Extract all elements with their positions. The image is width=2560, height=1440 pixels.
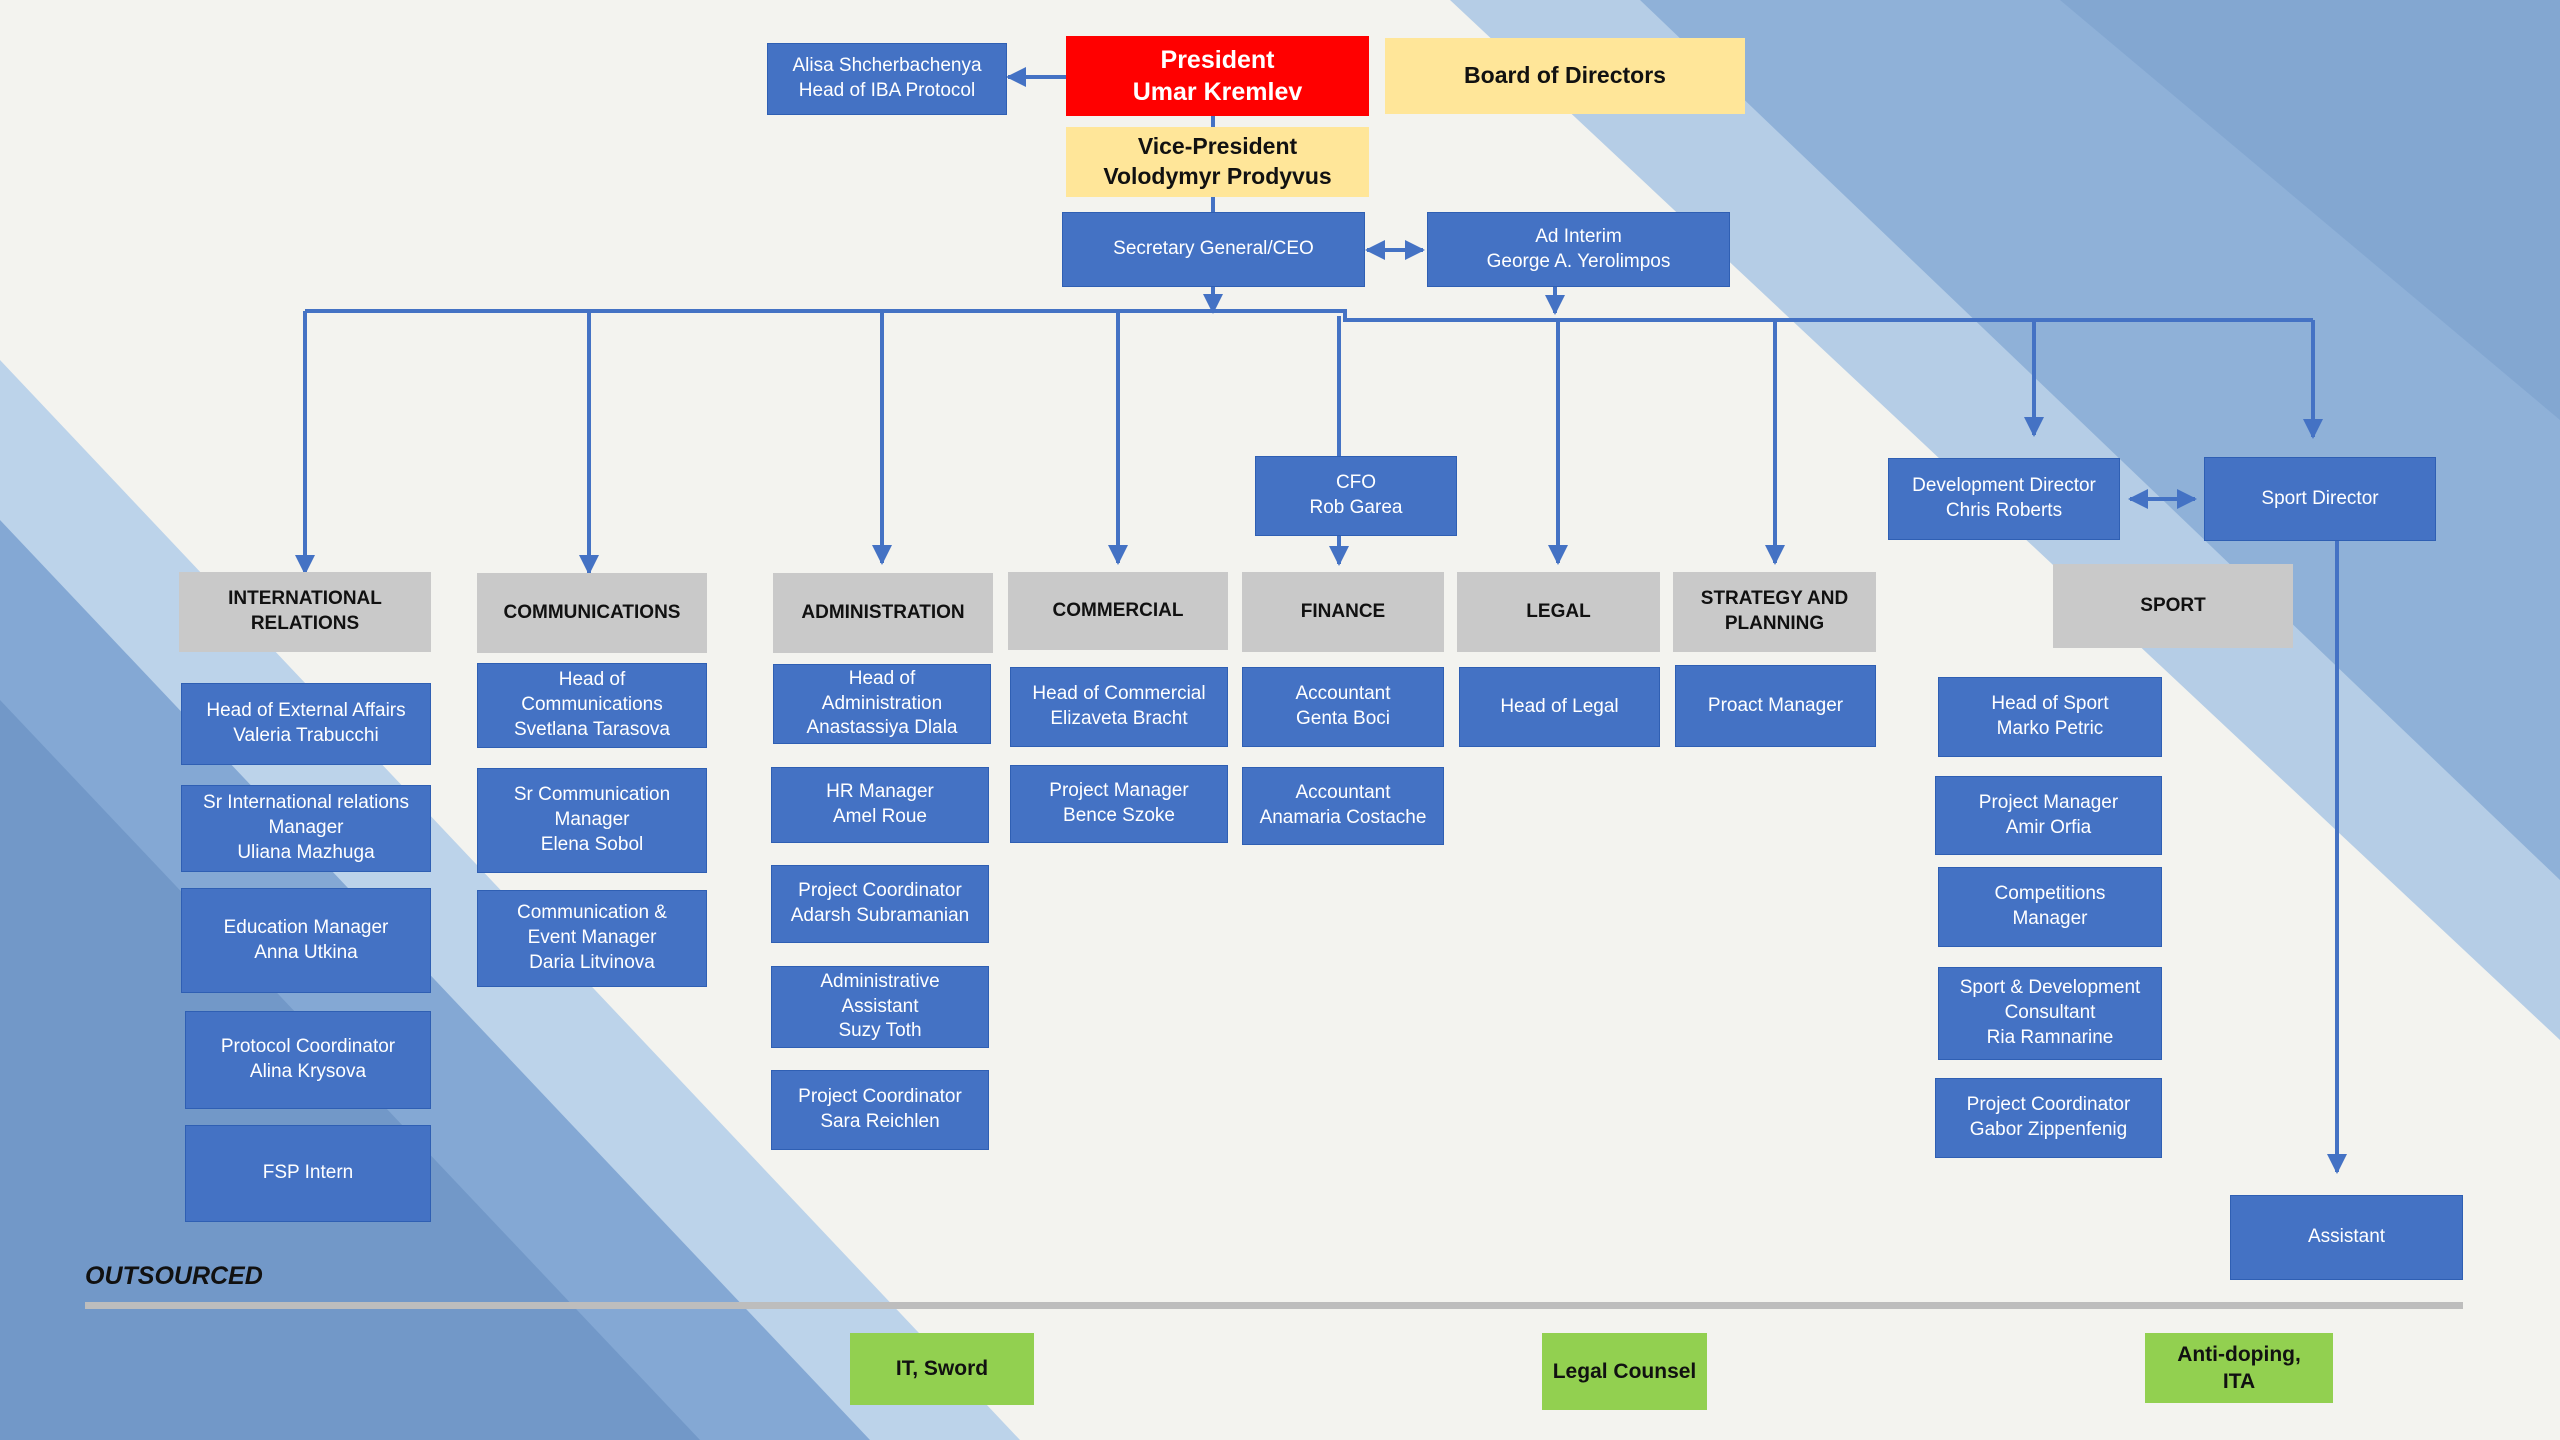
staff-box: Protocol Coordinator Alina Krysova: [185, 1011, 431, 1109]
ad-interim-box: Ad Interim George A. Yerolimpos: [1427, 212, 1730, 287]
assistant-box: Assistant: [2230, 1195, 2463, 1280]
staff-box: Accountant Anamaria Costache: [1242, 767, 1444, 845]
staff-box: Head of Administration Anastassiya Dlala: [773, 664, 991, 744]
staff-box: Accountant Genta Boci: [1242, 667, 1444, 747]
protocol-head-box: Alisa Shcherbachenya Head of IBA Protoco…: [767, 43, 1007, 115]
staff-box: FSP Intern: [185, 1125, 431, 1222]
outsourced-divider: [85, 1302, 2463, 1309]
staff-box: Education Manager Anna Utkina: [181, 888, 431, 993]
vice-president-box: Vice-President Volodymyr Prodyvus: [1066, 127, 1369, 197]
dept-commercial: COMMERCIAL: [1008, 572, 1228, 650]
outsourced-antidoping-box: Anti-doping, ITA: [2145, 1333, 2333, 1403]
staff-box: Head of External Affairs Valeria Trabucc…: [181, 683, 431, 765]
staff-box: Project Manager Bence Szoke: [1010, 765, 1228, 843]
outsourced-it-box: IT, Sword: [850, 1333, 1034, 1405]
staff-box: Project Coordinator Gabor Zippenfenig: [1935, 1078, 2162, 1158]
staff-box: Project Manager Amir Orfia: [1935, 776, 2162, 855]
development-director-box: Development Director Chris Roberts: [1888, 458, 2120, 540]
staff-box: Sr International relations Manager Ulian…: [181, 785, 431, 872]
staff-box: Project Coordinator Sara Reichlen: [771, 1070, 989, 1150]
staff-box: Sport & Development Consultant Ria Ramna…: [1938, 967, 2162, 1060]
dept-finance: FINANCE: [1242, 572, 1444, 652]
outsourced-legal-box: Legal Counsel: [1542, 1333, 1707, 1410]
dept-strategy-planning: STRATEGY AND PLANNING: [1673, 572, 1876, 652]
sport-director-box: Sport Director: [2204, 457, 2436, 541]
staff-box: HR Manager Amel Roue: [771, 767, 989, 843]
staff-box: Head of Sport Marko Petric: [1938, 677, 2162, 757]
president-box: President Umar Kremlev: [1066, 36, 1369, 116]
outsourced-label: OUTSOURCED: [85, 1262, 263, 1290]
dept-sport: SPORT: [2053, 564, 2293, 648]
dept-administration: ADMINISTRATION: [773, 573, 993, 653]
staff-box: Competitions Manager: [1938, 867, 2162, 947]
staff-box: Head of Legal: [1459, 667, 1660, 747]
staff-box: Head of Communications Svetlana Tarasova: [477, 663, 707, 748]
cfo-box: CFO Rob Garea: [1255, 456, 1457, 536]
secretary-general-box: Secretary General/CEO: [1062, 212, 1365, 287]
dept-international-relations: INTERNATIONAL RELATIONS: [179, 572, 431, 652]
staff-box: Administrative Assistant Suzy Toth: [771, 966, 989, 1048]
dept-communications: COMMUNICATIONS: [477, 573, 707, 653]
staff-box: Proact Manager: [1675, 665, 1876, 747]
staff-box: Communication & Event Manager Daria Litv…: [477, 890, 707, 987]
staff-box: Sr Communication Manager Elena Sobol: [477, 768, 707, 873]
staff-box: Project Coordinator Adarsh Subramanian: [771, 865, 989, 943]
staff-box: Head of Commercial Elizaveta Bracht: [1010, 667, 1228, 747]
board-of-directors-box: Board of Directors: [1385, 38, 1745, 114]
dept-legal: LEGAL: [1457, 572, 1660, 652]
